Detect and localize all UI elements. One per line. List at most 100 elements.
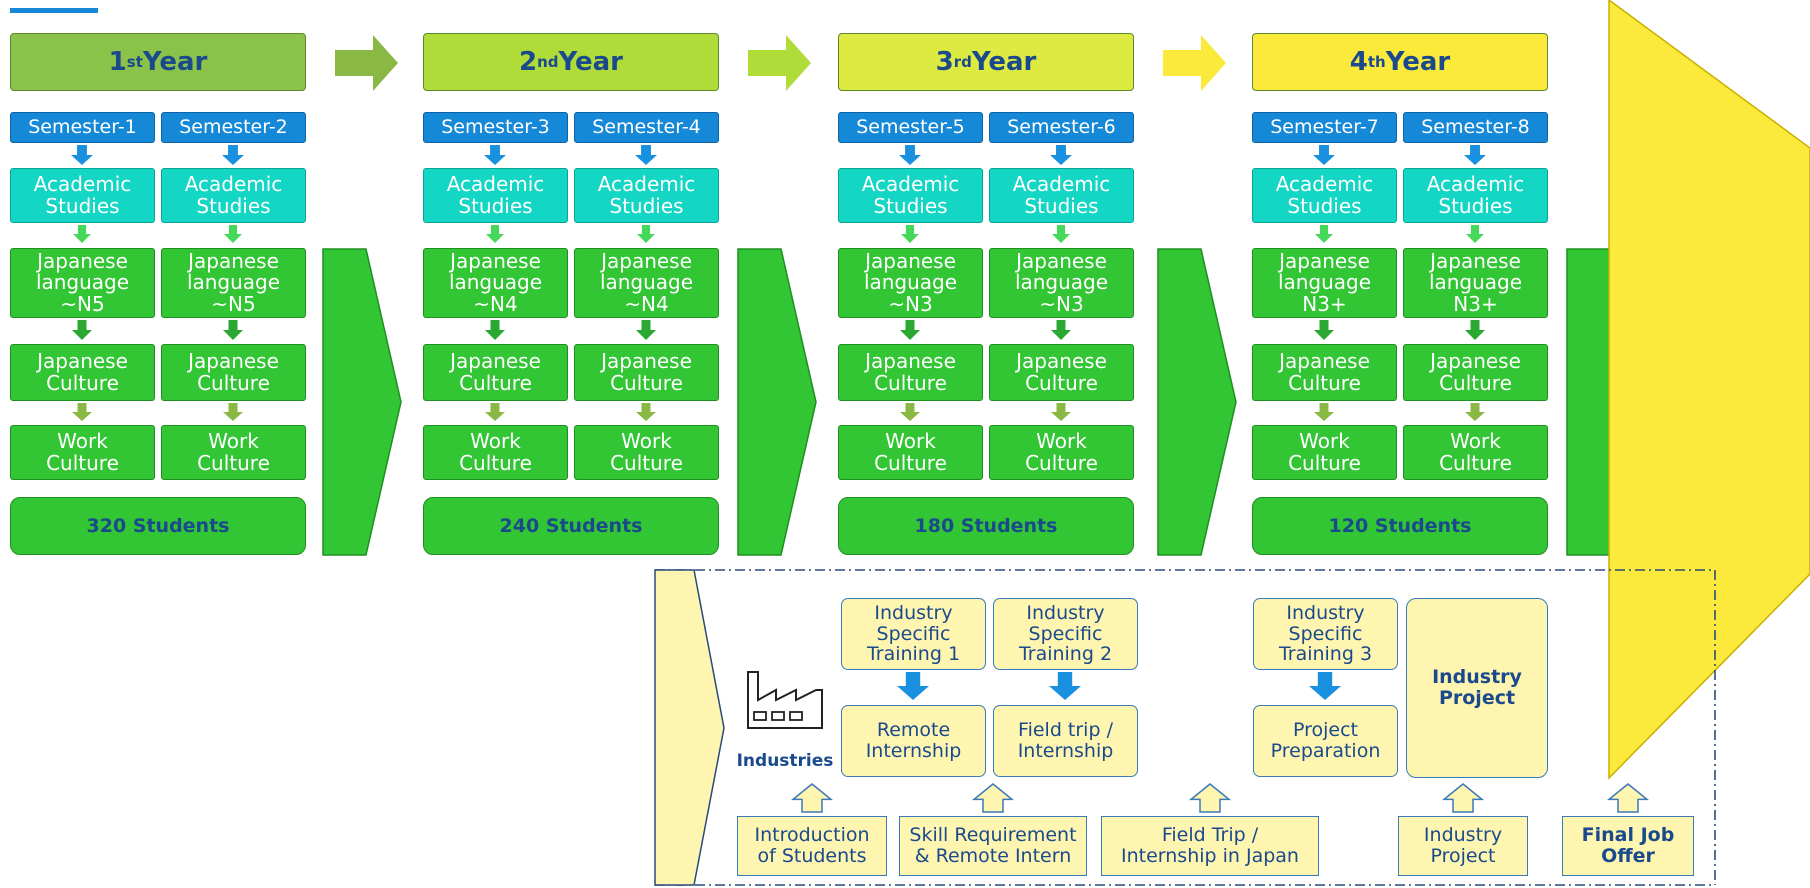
arrow-up-icon: [971, 783, 1015, 813]
semester-box: Semester-5: [838, 112, 983, 143]
arrow-down-icon: [1313, 145, 1335, 165]
japanese-language-box-line: ~N4: [624, 291, 669, 316]
work-culture-box-line: Work: [1036, 428, 1087, 453]
academic-studies-box-line: Studies: [1024, 193, 1099, 218]
remote-internship-box-line: Internship: [865, 740, 962, 762]
field-trip-box-line: Internship: [1017, 740, 1114, 762]
arrow-down-icon: [484, 145, 506, 165]
work-culture-box-line: Work: [470, 428, 521, 453]
japanese-culture-box-line: Culture: [459, 370, 532, 395]
japanese-language-box-line: Japanese: [450, 248, 541, 273]
arrow-down-icon: [485, 403, 505, 421]
work-culture-box-line: Culture: [874, 450, 947, 475]
year-word: Year: [142, 46, 208, 77]
japanese-language-box-line: ~N5: [211, 291, 256, 316]
japanese-language-box-line: Japanese: [1016, 248, 1107, 273]
semester-box: Semester-6: [989, 112, 1134, 143]
japanese-culture-box-line: Culture: [46, 370, 119, 395]
arrow-down-icon: [1314, 320, 1334, 340]
semester-box: Semester-2: [161, 112, 306, 143]
japanese-culture-box-line: Culture: [1025, 370, 1098, 395]
student-count: 240 Students: [423, 497, 719, 555]
academic-studies-box-line: Studies: [1438, 193, 1513, 218]
industry-project-box-line: Project: [1438, 687, 1516, 709]
year-number: 1: [108, 46, 127, 77]
semester-box: Semester-1: [10, 112, 155, 143]
work-culture-box-line: Work: [208, 428, 259, 453]
work-culture-box-line: Work: [885, 428, 936, 453]
field-trip-box-line: Field trip /: [1018, 719, 1113, 742]
japanese-language-box-line: language: [1428, 270, 1523, 295]
arrow-right-icon: [748, 35, 811, 91]
arrow-down-icon: [73, 225, 91, 243]
japanese-language-box-line: N3+: [1302, 291, 1347, 316]
japanese-language-box-line: language: [186, 270, 281, 295]
academic-studies-box-line: Studies: [196, 193, 271, 218]
japanese-language-box-line: Japanese: [1279, 248, 1370, 273]
academic-studies-box-line: Academic: [1012, 171, 1111, 196]
academic-studies-box-line: Studies: [45, 193, 120, 218]
arrow-down-icon: [1051, 403, 1071, 421]
bottom-step-3-text: Field Trip /Internship in Japan: [1121, 825, 1299, 866]
japanese-language-box-line: ~N5: [60, 291, 105, 316]
academic-studies-box-line: Studies: [873, 193, 948, 218]
academic-studies-box-line: Studies: [1287, 193, 1362, 218]
arrow-up-icon: [1441, 783, 1485, 813]
year-suffix: st: [126, 52, 143, 71]
japanese-culture-box-line: Culture: [1288, 370, 1361, 395]
academic-studies-box-line: Academic: [861, 171, 960, 196]
japanese-culture-box-line: Japanese: [1016, 348, 1107, 373]
arrow-down-icon: [72, 403, 92, 421]
industry-project-box-line: Industry: [1432, 666, 1522, 689]
arrow-down-icon: [1052, 225, 1070, 243]
student-count: 320 Students: [10, 497, 306, 555]
bottom-step-5-line: Final Job: [1581, 824, 1675, 847]
arrow-right-icon: [1163, 35, 1226, 91]
training-2-box-line: Training 2: [1018, 643, 1113, 666]
japanese-language-box-line: Japanese: [1430, 248, 1521, 273]
work-culture-box-line: Culture: [46, 450, 119, 475]
work-culture-box-line: Work: [621, 428, 672, 453]
arrow-down-icon: [223, 403, 243, 421]
japanese-language-box-line: ~N4: [473, 291, 518, 316]
year-number: 2: [519, 46, 538, 77]
arrow-down-icon: [899, 145, 921, 165]
bottom-step-3-line: Field Trip /: [1161, 824, 1259, 847]
arrow-down-icon: [1049, 672, 1081, 700]
year-suffix: rd: [953, 52, 972, 71]
arrow-down-icon: [224, 225, 242, 243]
arrow-up-icon: [1188, 783, 1232, 813]
work-culture-box-line: Work: [1450, 428, 1501, 453]
